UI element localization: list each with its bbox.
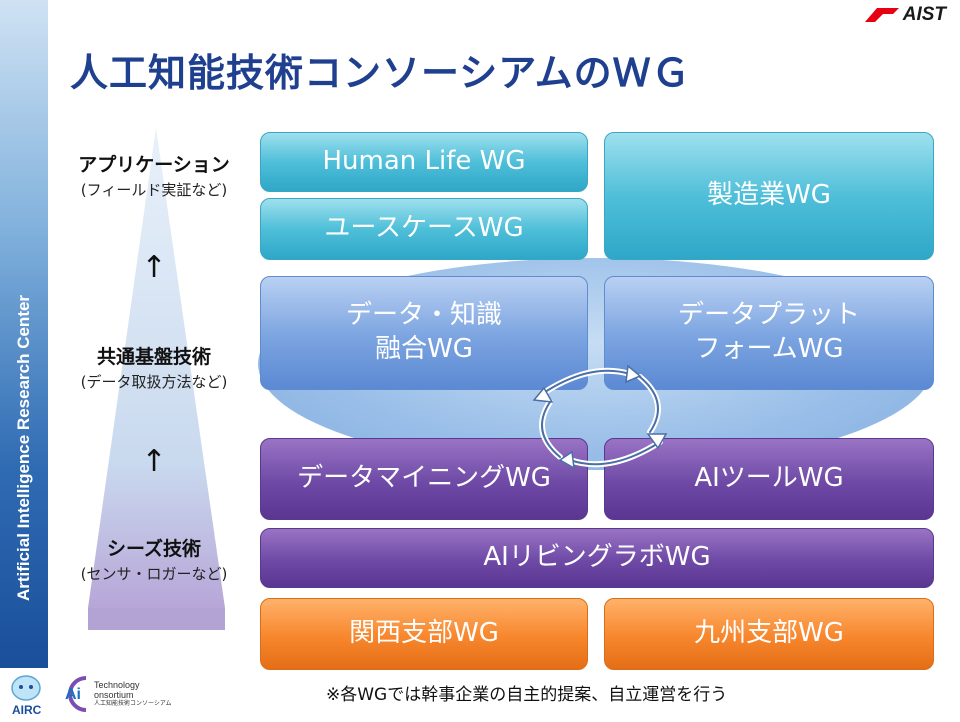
level-title: アプリケーション xyxy=(78,154,230,176)
consortium-line2: onsortium xyxy=(94,689,134,700)
wg-manufacturing: 製造業WG xyxy=(604,132,934,260)
level-subtitle: (データ取扱方法など) xyxy=(80,373,228,391)
level-subtitle: (フィールド実証など) xyxy=(80,181,228,199)
wg-label-line1: データ・知識 xyxy=(345,300,502,331)
wg-ai-living-lab: AIリビングラボWG xyxy=(260,528,934,588)
pyramid-diagram xyxy=(70,128,270,642)
page-title: 人工知能技術コンソーシアムのＷＧ xyxy=(70,51,691,95)
level-subtitle: (センサ・ロガーなど) xyxy=(80,565,228,583)
level-application: アプリケーション (フィールド実証など) xyxy=(54,150,254,200)
wg-label: 製造業WG xyxy=(707,180,831,211)
wg-kyushu-branch: 九州支部WG xyxy=(604,598,934,670)
wg-data-knowledge-fusion: データ・知識 融合WG xyxy=(260,276,588,390)
wg-data-platform: データプラット フォームWG xyxy=(604,276,934,390)
wg-label: ユースケースWG xyxy=(324,213,524,244)
wg-label-line2: フォームWG xyxy=(694,334,844,364)
up-arrow-icon: ↑ xyxy=(141,444,167,479)
wg-label: 九州支部WG xyxy=(694,618,844,649)
cycle-arrows-icon xyxy=(520,362,680,476)
wg-human-life: Human Life WG xyxy=(260,132,588,192)
wg-ai-tool: AIツールWG xyxy=(604,438,934,520)
ai-consortium-mark-icon: Ai xyxy=(65,676,87,712)
consortium-jp: 人工知能技術コンソーシアム xyxy=(94,700,172,707)
airc-logo: AIRC xyxy=(4,672,52,722)
wg-use-case: ユースケースWG xyxy=(260,198,588,260)
sidebar-label: Artificial Intelligence Research Center xyxy=(14,294,33,602)
wg-label-line2: 融合WG xyxy=(375,334,473,364)
ai-consortium-logo: Ai Technology onsortium 人工知能技術コンソーシアム xyxy=(56,672,171,716)
wg-label-line1: データプラット xyxy=(677,300,860,331)
wg-data-mining: データマイニングWG xyxy=(260,438,588,520)
level-title: 共通基盤技術 xyxy=(96,346,211,368)
footnote: ※各WGでは幹事企業の自主的提案、自立運営を行う xyxy=(326,685,728,705)
wg-label: 関西支部WG xyxy=(349,618,499,649)
wg-label: AIリビングラボWG xyxy=(483,542,711,573)
svg-text:AIRC: AIRC xyxy=(12,703,42,717)
wg-kansai-branch: 関西支部WG xyxy=(260,598,588,670)
airc-mascot-icon: AIRC xyxy=(11,675,42,717)
aist-logo: AIST xyxy=(863,4,946,26)
level-common-foundation: 共通基盤技術 (データ取扱方法など) xyxy=(54,342,254,392)
sidebar-band: Artificial Intelligence Research Center xyxy=(0,0,48,668)
wg-label: Human Life WG xyxy=(322,146,526,177)
aist-swoosh-icon xyxy=(864,8,899,22)
wg-label: AIツールWG xyxy=(694,463,844,494)
svg-text:Ai: Ai xyxy=(65,686,81,703)
level-seeds: シーズ技術 (センサ・ロガーなど) xyxy=(54,534,254,584)
level-title: シーズ技術 xyxy=(106,538,202,560)
wg-label: データマイニングWG xyxy=(297,463,551,494)
consortium-line1: Technology xyxy=(94,679,140,690)
up-arrow-icon: ↑ xyxy=(141,250,167,285)
pyramid-shape xyxy=(88,128,225,630)
aist-brand-text: AIST xyxy=(902,4,946,25)
